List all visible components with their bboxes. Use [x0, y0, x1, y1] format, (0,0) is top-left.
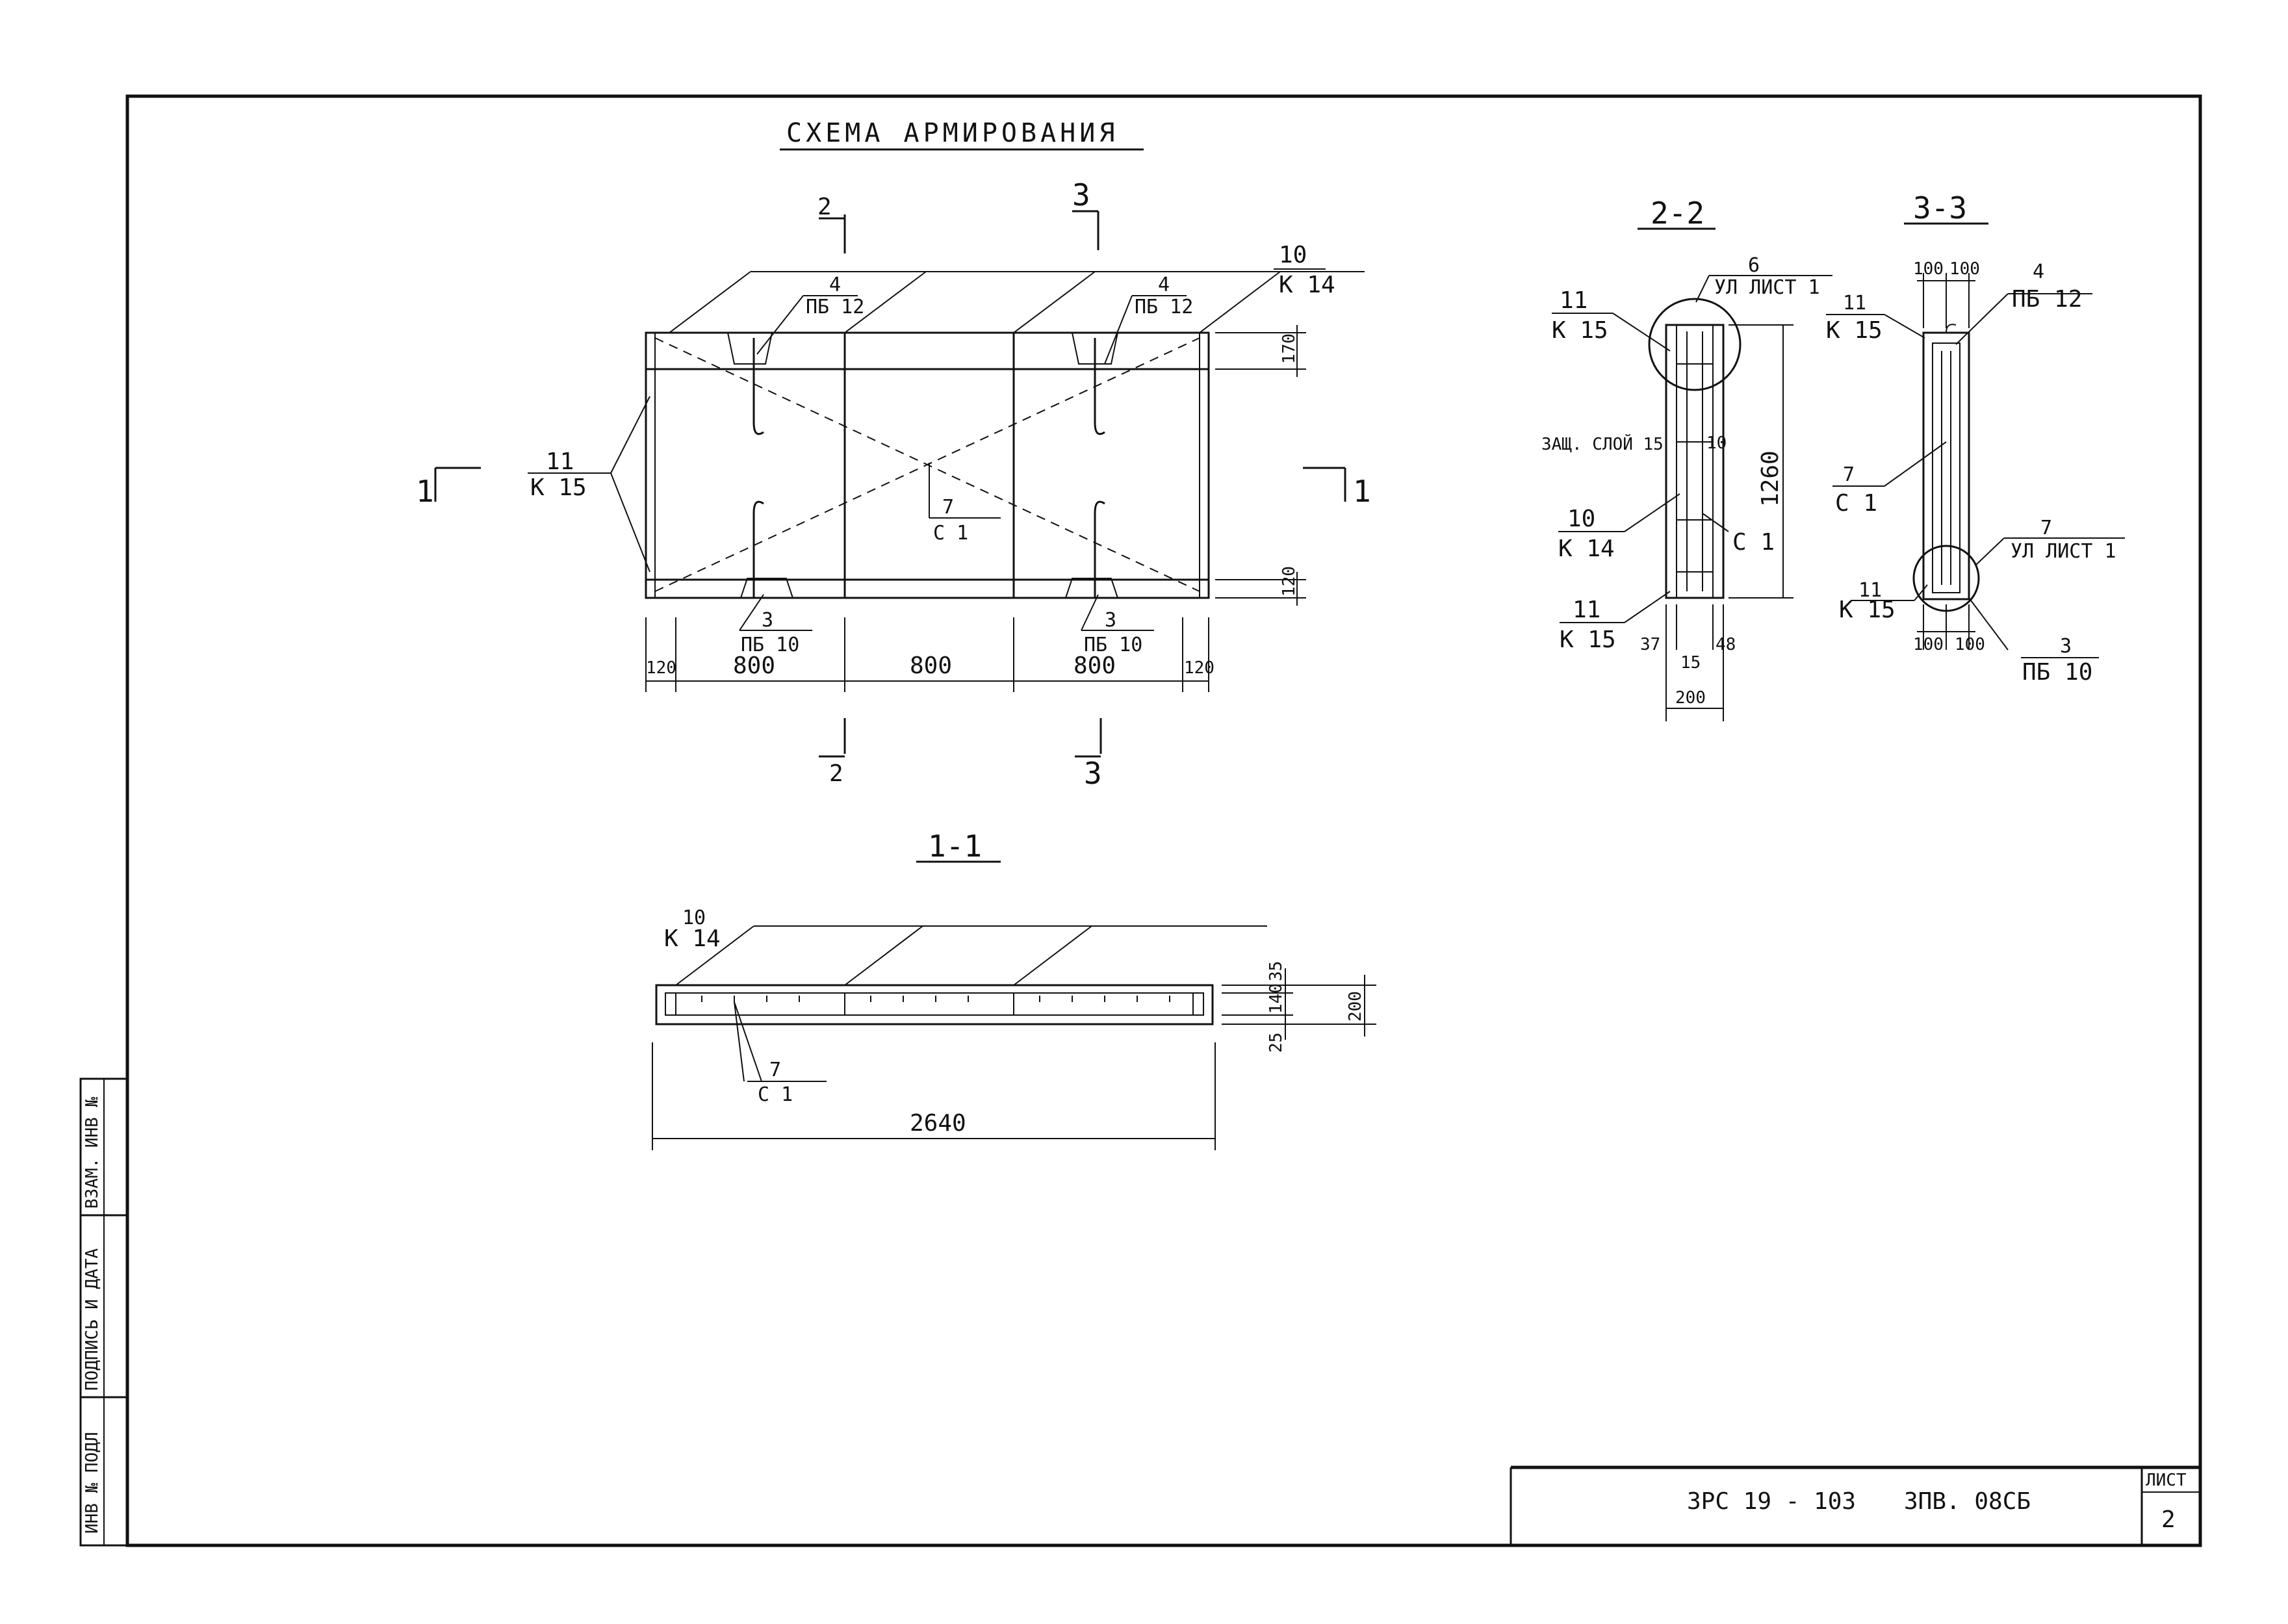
plan-c1-pos: 7	[942, 496, 954, 519]
section-mark-1-left: 1	[416, 467, 481, 509]
section-3-3-dim-bottom-left: 100	[1913, 635, 1944, 654]
section-3-3-pb12-mark: ПБ 12	[2012, 286, 2082, 313]
section-2-2-k15-pos-bottom: 11	[1573, 597, 1600, 623]
section-3-3-k15-pos-bottom: 11	[1858, 579, 1882, 602]
side-stamp-sign: ПОДПИСЬ И ДАТА	[83, 1248, 102, 1391]
plan-pb10-mark-right: ПБ 10	[1084, 634, 1142, 656]
section-2-2-dim-10: 10	[1706, 433, 1727, 453]
section-1-1-c1-mark: С 1	[758, 1083, 793, 1106]
section-3-3-dim-top-left: 100	[1913, 259, 1944, 279]
section-3-3-k15-pos-top: 11	[1843, 292, 1866, 315]
svg-text:3: 3	[1084, 756, 1102, 791]
section-2-2-k14-pos: 10	[1567, 506, 1595, 532]
sheet-frame	[125, 94, 2202, 1547]
plan-dim-chain: 120 800 800 800 120	[645, 617, 1215, 692]
drawing-title-text: СХЕМА АРМИРОВАНИЯ	[786, 118, 1118, 148]
drawing-title: СХЕМА АРМИРОВАНИЯ	[780, 118, 1144, 151]
title-block-sheet-no: 2	[2161, 1506, 2176, 1533]
plan-k15-mark: К 15	[530, 474, 587, 501]
plan-dim-span-3: 800	[1073, 652, 1116, 679]
section-2-2-cover: ЗАЩ. СЛОЙ 15	[1541, 433, 1664, 454]
section-3-3-k15-mark-top: К 15	[1826, 317, 1883, 344]
section-2-2-dim-15: 15	[1680, 653, 1701, 673]
section-3-3-c1-pos: 7	[1843, 463, 1855, 486]
title-block-sheet-label: ЛИСТ	[2146, 1471, 2187, 1490]
section-1-1-dim-h: 200	[1346, 991, 1365, 1022]
plan-dim-edge-left: 120	[646, 658, 676, 678]
plan-k15-pos: 11	[546, 448, 574, 475]
plan-pb10-pos-right: 3	[1105, 609, 1116, 632]
svg-text:2: 2	[829, 760, 843, 787]
section-2-2-k15-mark-bottom: К 15	[1560, 626, 1616, 653]
plan-k14-pos: 10	[1279, 242, 1307, 268]
svg-text:1: 1	[416, 474, 434, 509]
plan-pb10-pos-left: 3	[762, 609, 773, 632]
svg-text:2: 2	[817, 194, 832, 220]
section-mark-3-top: 3	[1072, 177, 1099, 250]
section-1-1-dim-total: 2640	[910, 1110, 966, 1137]
section-2-2-dim-200: 200	[1675, 688, 1706, 708]
section-1-1-dim-35: 35	[1266, 961, 1286, 981]
plan-k14-mark: К 14	[1279, 272, 1335, 298]
section-1-1-dim-140: 140	[1266, 983, 1286, 1014]
section-2-2-dim-37: 37	[1640, 635, 1660, 654]
plan-dim-top: 170	[1279, 333, 1299, 364]
section-2-2-label: 2-2	[1651, 196, 1704, 231]
section-3-3-detail-pos: 7	[2040, 517, 2052, 539]
section-1-1-dim-25: 25	[1266, 1033, 1286, 1053]
section-1-1-rebar-dots	[701, 996, 1170, 1002]
title-block: 3РС 19 - 103 3ПВ. 08СБ ЛИСТ 2	[1510, 1465, 2200, 1545]
section-3-3-label: 3-3	[1913, 190, 1967, 226]
section-mark-3-bottom: 3	[1075, 718, 1102, 791]
section-3-3-dim-top-right: 100	[1949, 259, 1980, 279]
plan-pb12-pos-right: 4	[1158, 274, 1170, 296]
section-1-1-k14-mark: К 14	[664, 925, 721, 952]
title-block-code: 3РС 19 - 103	[1687, 1488, 1856, 1515]
svg-text:1: 1	[1353, 474, 1371, 509]
plan-pb10-mark-left: ПБ 10	[741, 634, 799, 656]
section-2-2-c1-mark: С 1	[1732, 529, 1775, 556]
svg-text:3: 3	[1072, 177, 1090, 213]
section-2-2-k15-mark-top: К 15	[1552, 317, 1608, 344]
section-3-3-detail-note: УЛ ЛИСТ 1	[2011, 540, 2116, 563]
side-stamp-vzam: ВЗАМ. ИНВ №	[83, 1096, 102, 1209]
plan-dim-bottom: 120	[1279, 566, 1299, 597]
section-2-2-detail-pos: 6	[1748, 254, 1760, 277]
section-3-3-k15-mark-bottom: К 15	[1839, 597, 1896, 623]
section-2-2-dim-height: 1260	[1757, 450, 1784, 507]
section-3-3-c1-mark: С 1	[1835, 490, 1877, 517]
section-2-2-dim-48: 48	[1716, 635, 1736, 654]
section-3-3-dim-bottom-right: 100	[1955, 635, 1985, 654]
section-2-2: 2-2 6 УЛ ЛИСТ 1 11 К 15 11 К 15 10 К 14	[1541, 196, 1832, 721]
plan-dim-vertical: 170 120	[1215, 325, 1306, 606]
section-2-2-k15-pos-top: 11	[1560, 287, 1587, 314]
section-2-2-k14-mark: К 14	[1558, 535, 1615, 562]
plan-dim-span-2: 800	[910, 652, 952, 679]
plan-pb12-pos-left: 4	[829, 274, 841, 296]
side-stamp: ИНВ № ПОДЛ ПОДПИСЬ И ДАТА ВЗАМ. ИНВ №	[79, 1077, 129, 1547]
plan-dim-span-1: 800	[733, 652, 775, 679]
title-block-doc: 3ПВ. 08СБ	[1904, 1488, 2031, 1515]
section-1-1-k14-pos: 10	[682, 907, 706, 929]
section-3-3-pb10-mark: ПБ 10	[2022, 659, 2092, 686]
section-mark-2-top: 2	[817, 194, 846, 253]
section-1-1-c1-pos: 7	[769, 1059, 781, 1081]
plan-view: 10 К 14 4 ПБ 12 4 ПБ 12 11 К 15 7 С 1 3 …	[416, 177, 1371, 791]
side-stamp-inv: ИНВ № ПОДЛ	[83, 1432, 102, 1534]
section-mark-1-right: 1	[1303, 467, 1371, 509]
section-3-3-pb12-pos: 4	[2033, 261, 2044, 283]
plan-c1-mark: С 1	[933, 522, 968, 545]
plan-pb12-mark-left: ПБ 12	[806, 296, 864, 318]
plan-pb12-mark-right: ПБ 12	[1135, 296, 1193, 318]
section-2-2-detail-circle	[1648, 298, 1742, 391]
section-3-3-pb10-pos: 3	[2060, 635, 2072, 658]
section-1-1-label: 1-1	[928, 829, 982, 864]
section-mark-2-bottom: 2	[819, 718, 846, 787]
plan-dim-edge-right: 120	[1184, 658, 1215, 678]
section-2-2-detail-note: УЛ ЛИСТ 1	[1714, 276, 1820, 299]
section-3-3: 3-3 100 100 100 100 4 ПБ 12 11 К 15 7	[1826, 190, 2125, 686]
section-1-1: 1-1 10 К 14	[652, 829, 1376, 1150]
